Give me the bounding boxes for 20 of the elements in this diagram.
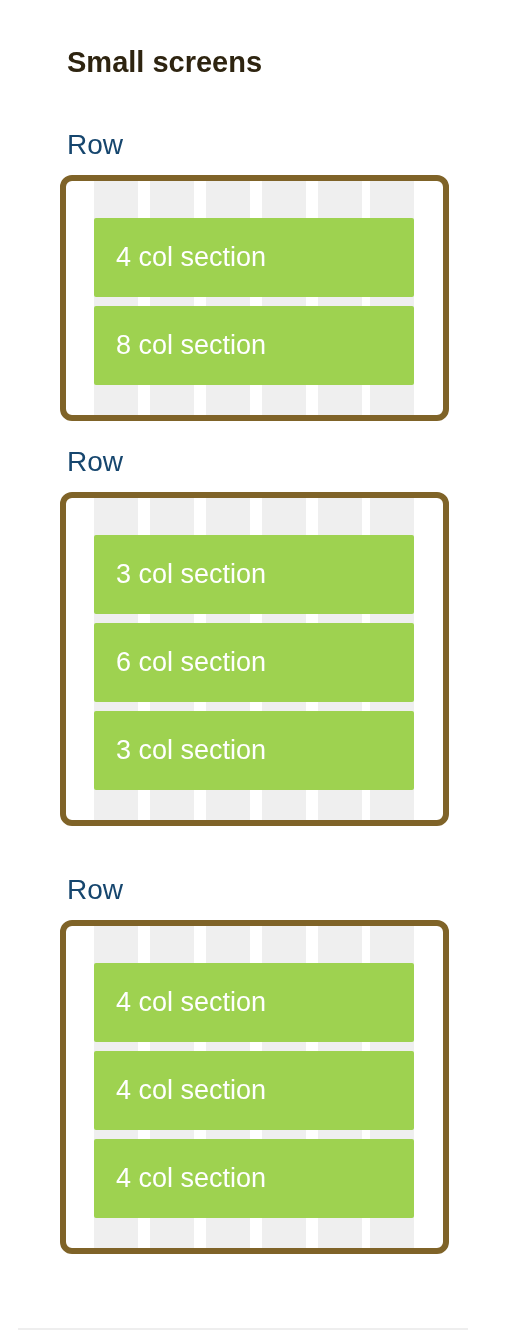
heading: Small screens — [67, 48, 263, 77]
section-label: 3 col section — [116, 734, 267, 768]
section-bar — [94, 1139, 414, 1218]
section-bar — [94, 306, 414, 385]
section-bar — [94, 218, 414, 297]
row-label: Row — [67, 448, 123, 476]
section-label: 4 col section — [116, 241, 267, 275]
section-bar — [94, 1051, 414, 1130]
section-bar — [94, 623, 414, 702]
section-bar — [94, 711, 414, 790]
row-label: Row — [67, 131, 123, 159]
section-bar — [94, 963, 414, 1042]
section-label: 3 col section — [116, 558, 267, 592]
section-label: 4 col section — [116, 1074, 267, 1108]
section-label: 4 col section — [116, 1162, 267, 1196]
row-label: Row — [67, 876, 123, 904]
section-bar — [94, 535, 414, 614]
section-label: 4 col section — [116, 986, 267, 1020]
section-label: 8 col section — [116, 329, 267, 363]
section-label: 6 col section — [116, 646, 267, 680]
